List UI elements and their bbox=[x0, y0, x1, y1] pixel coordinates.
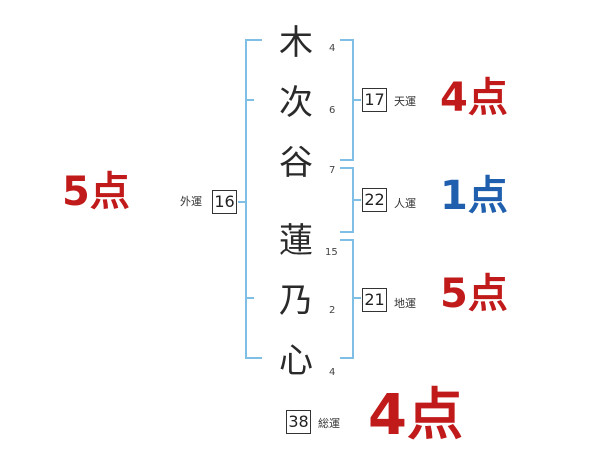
surname-stroke-3: 7 bbox=[329, 165, 336, 176]
surname-char-3: 谷 bbox=[279, 143, 313, 183]
jinkaku-score: 1点 bbox=[440, 173, 508, 219]
given-char-3: 心 bbox=[279, 341, 313, 381]
tenkaku-label: 天運 bbox=[394, 95, 416, 108]
surname-stroke-1: 4 bbox=[329, 43, 336, 54]
tenkaku-score: 4点 bbox=[440, 75, 508, 121]
soukaku-label: 総運 bbox=[318, 417, 340, 430]
surname-char-2: 次 bbox=[279, 83, 313, 123]
given-char-1: 蓮 bbox=[279, 221, 313, 261]
given-stroke-3: 4 bbox=[329, 367, 336, 378]
given-stroke-2: 2 bbox=[329, 305, 336, 316]
gaikaku-value: 16 bbox=[212, 190, 237, 214]
surname-stroke-2: 6 bbox=[329, 105, 336, 116]
chikaku-score: 5点 bbox=[440, 271, 508, 317]
jinkaku-value: 22 bbox=[362, 188, 387, 212]
outer-bracket bbox=[245, 39, 262, 359]
given-stroke-1: 15 bbox=[325, 247, 338, 258]
soukaku-value: 38 bbox=[286, 410, 311, 434]
gaikaku-label: 外運 bbox=[180, 195, 202, 208]
given-char-2: 乃 bbox=[279, 281, 313, 321]
tenkaku-bracket bbox=[340, 39, 354, 161]
soukaku-score: 4点 bbox=[368, 383, 463, 448]
chikaku-label: 地運 bbox=[394, 297, 416, 310]
jinkaku-bracket bbox=[340, 167, 354, 233]
chikaku-bracket bbox=[340, 239, 354, 359]
tenkaku-value: 17 bbox=[362, 88, 387, 112]
chikaku-value: 21 bbox=[362, 288, 387, 312]
jinkaku-label: 人運 bbox=[394, 197, 416, 210]
surname-char-1: 木 bbox=[279, 23, 313, 63]
gaikaku-score: 5点 bbox=[62, 169, 130, 215]
